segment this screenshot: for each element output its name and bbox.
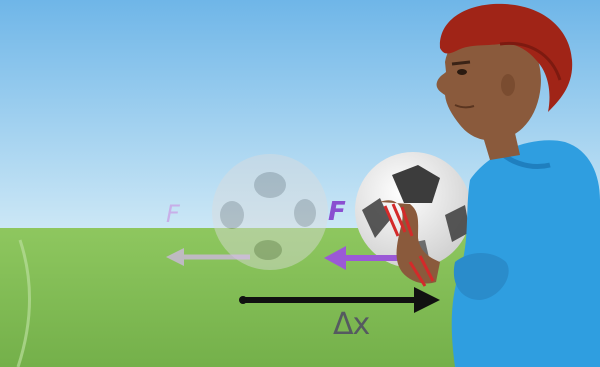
ball-faded: [212, 154, 328, 270]
displacement-label: Δx: [333, 307, 369, 342]
force-label: F: [328, 197, 346, 227]
force-label-faded: F: [166, 200, 180, 228]
